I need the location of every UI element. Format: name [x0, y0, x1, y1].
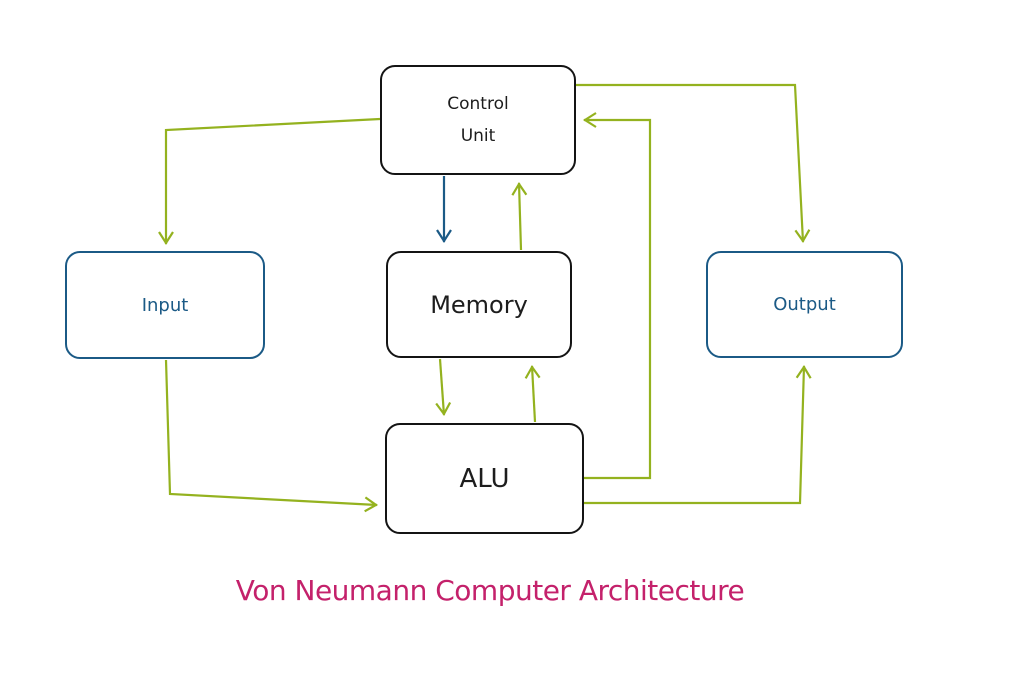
node-alu: ALU	[385, 423, 584, 534]
alu-label: ALU	[459, 463, 510, 494]
arrow-control-unit-to-output	[576, 83, 811, 244]
arrow-memory-to-control-unit	[511, 181, 528, 251]
control-unit-label-line2: Unit	[460, 126, 496, 146]
arrow-memory-to-alu	[435, 358, 452, 417]
control-unit-label-line1: Control	[447, 94, 509, 114]
arrow-alu-to-memory	[524, 364, 541, 423]
arrow-alu-to-control-unit	[582, 112, 652, 480]
arrow-input-to-alu	[164, 359, 379, 513]
arrow-control-unit-to-input	[158, 117, 381, 246]
input-label: Input	[141, 294, 189, 316]
arrow-alu-to-output	[584, 364, 812, 505]
memory-label: Memory	[430, 290, 528, 319]
node-input: Input	[65, 251, 265, 359]
node-memory: Memory	[386, 251, 572, 358]
diagram-title: Von Neumann Computer Architecture	[235, 574, 745, 607]
output-label: Output	[773, 294, 836, 315]
node-control-unit: Control Unit	[380, 65, 576, 175]
node-output: Output	[706, 251, 903, 358]
